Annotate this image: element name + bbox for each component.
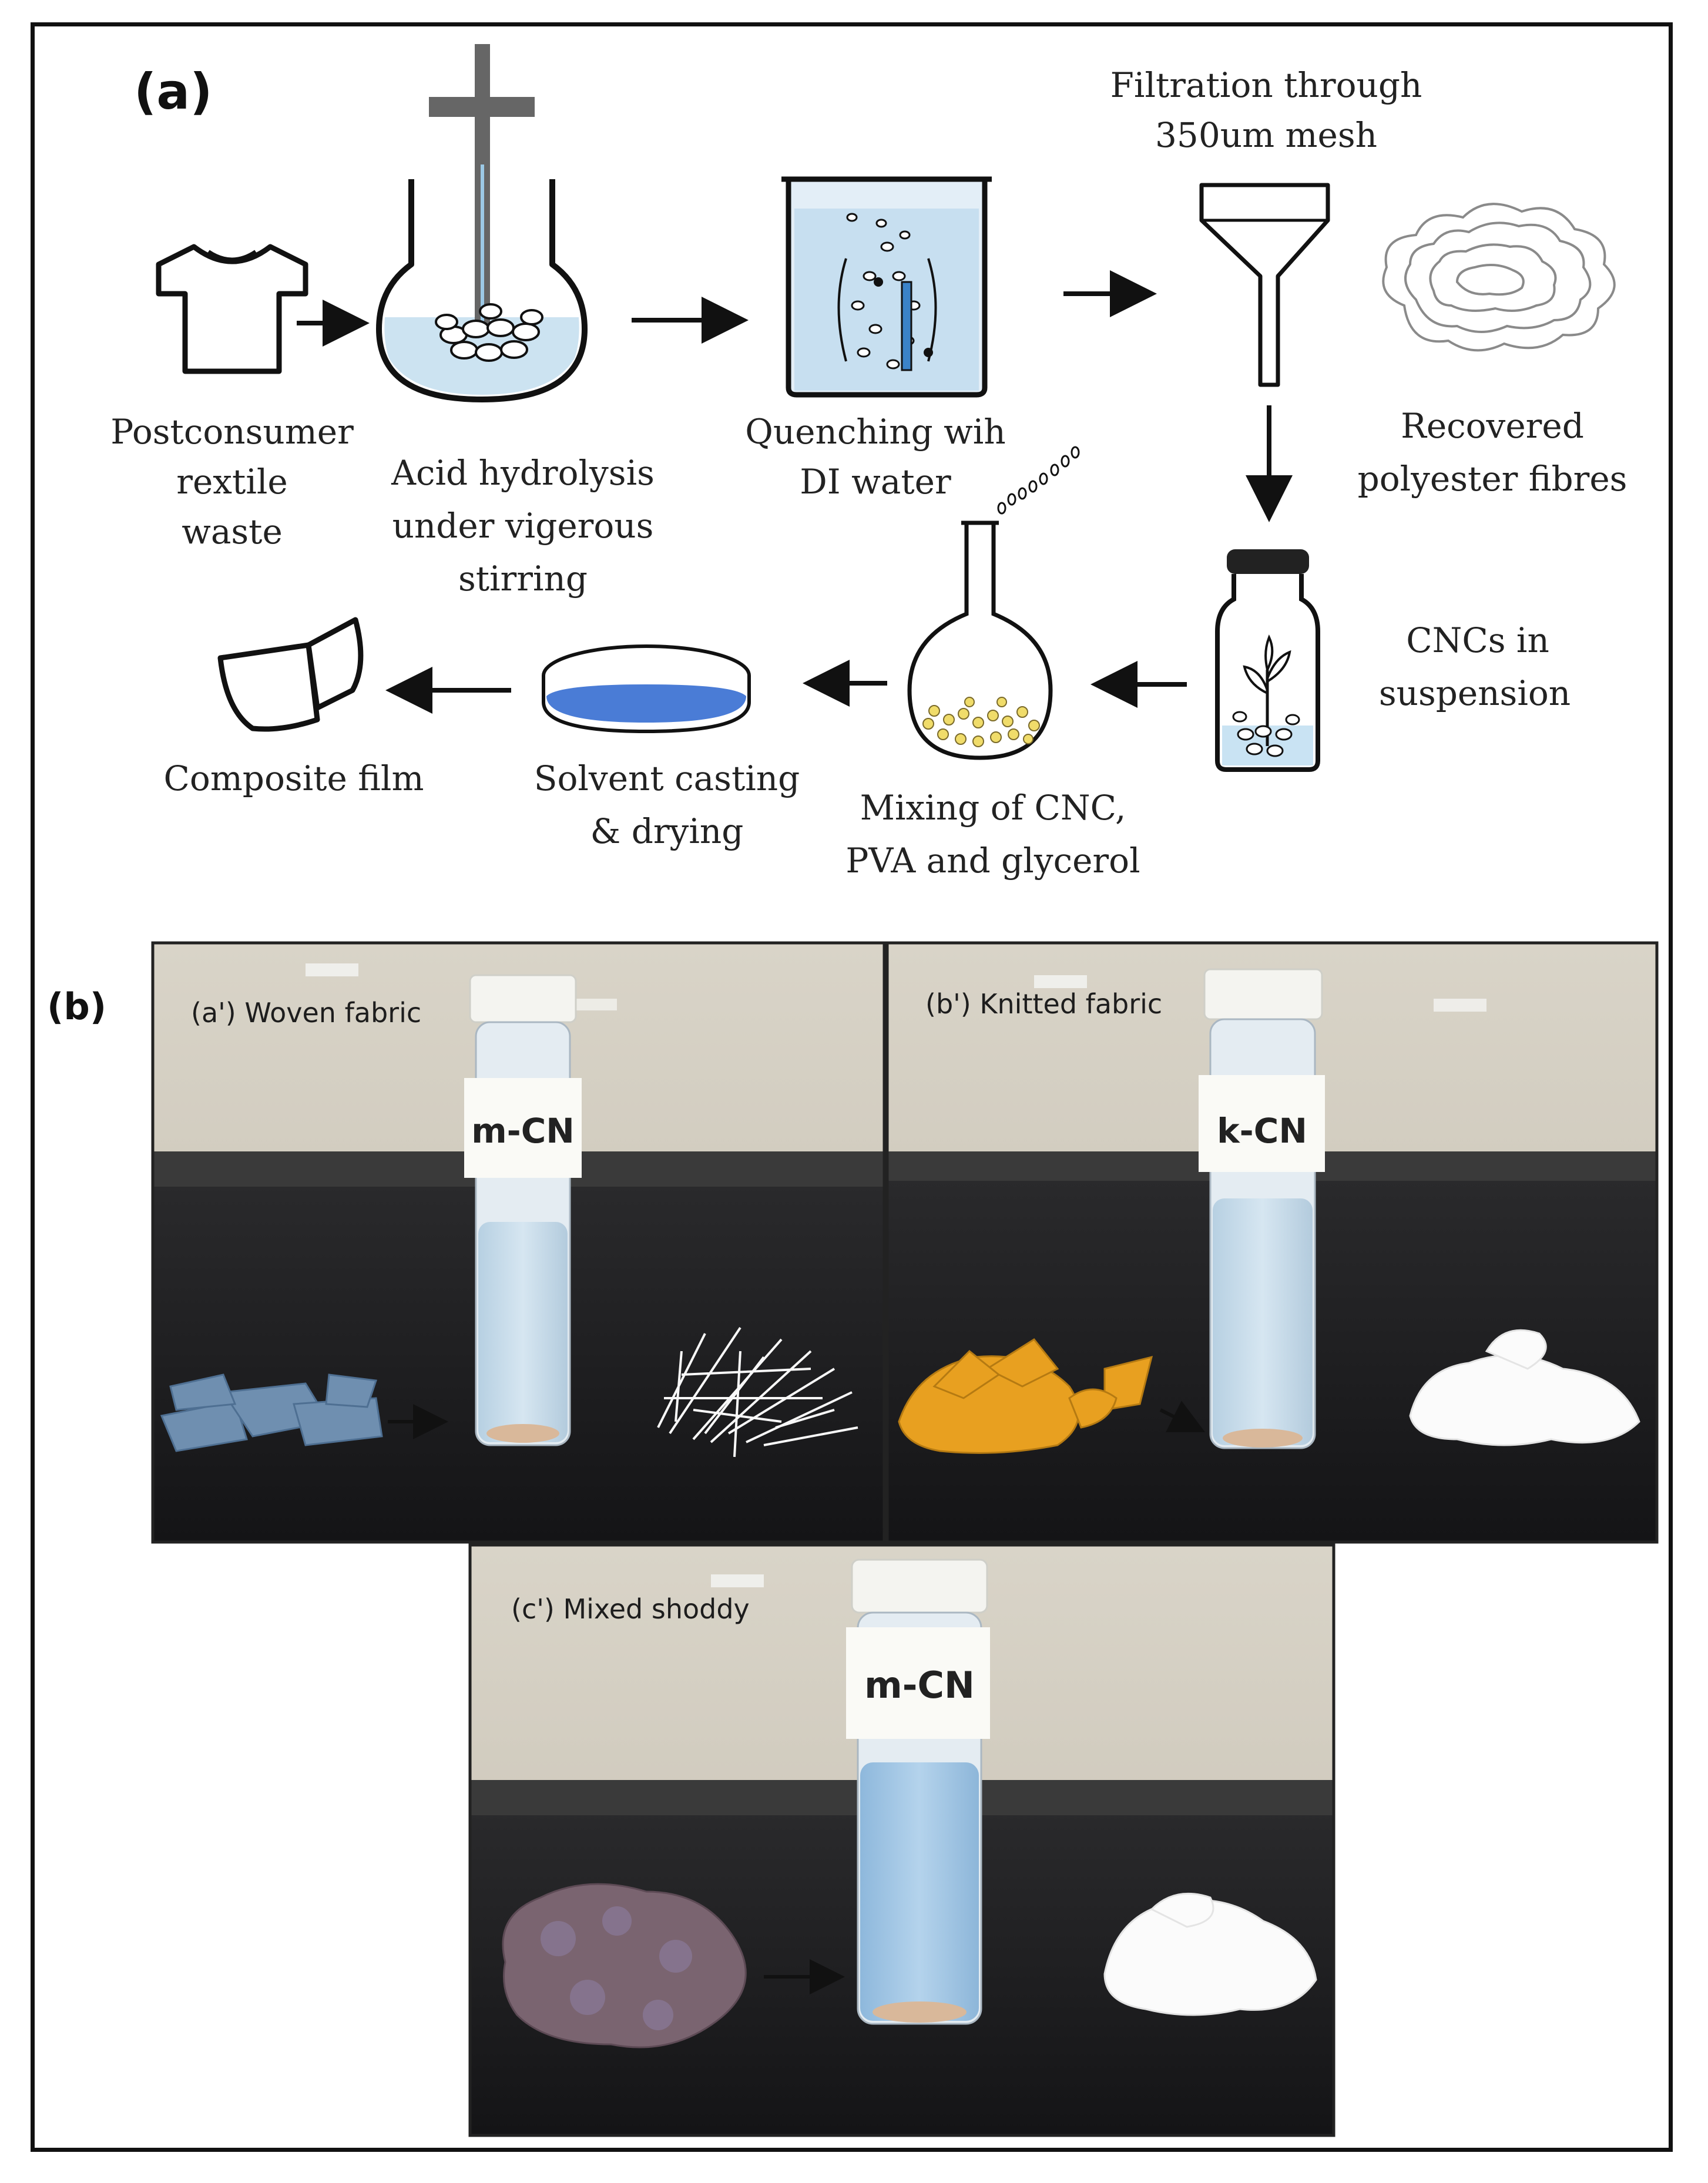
reaction-flask-icon (376, 44, 588, 402)
photo-border-2 (885, 941, 1659, 1544)
petri-dish-icon (542, 644, 751, 734)
fibres-cloud-icon (1382, 203, 1616, 352)
label-film: Composite film (164, 758, 424, 798)
vial-label-3: m-CN (864, 1664, 975, 1707)
label-cnc-2: suspension (1379, 673, 1571, 713)
panel-b-tag: (b) (47, 985, 106, 1028)
photo-border-3 (468, 1543, 1335, 2137)
cnc-vial-icon (1215, 549, 1320, 772)
vial-label-2: k-CN (1217, 1111, 1307, 1151)
label-quench-2: DI water (800, 462, 951, 502)
photo-border-1 (151, 941, 886, 1544)
photo-woven-fabric: m-CN (a') Woven fabric (153, 943, 884, 1542)
label-casting-1: Solvent casting (534, 758, 800, 798)
label-casting-2: & drying (590, 811, 744, 851)
tshirt-icon (156, 244, 308, 374)
label-filtration-2: 350um mesh (1155, 115, 1377, 155)
caption-knitted: (b') Knitted fabric (925, 988, 1162, 1020)
label-textile-2: rextile (176, 462, 288, 502)
photo-mixed-shoddy: m-CN (c') Mixed shoddy (470, 1545, 1334, 2135)
panel-a-tag: (a) (134, 63, 212, 120)
label-hydrolysis-3: stirring (458, 559, 588, 599)
composite-film-icon (217, 617, 364, 732)
label-mixing-2: PVA and glycerol (845, 841, 1140, 881)
photo-knitted-fabric: k-CN (b') Knitted fabric (887, 943, 1657, 1542)
figure-frame (31, 22, 1673, 2152)
vial-label-1: m-CN (471, 1111, 575, 1151)
label-cnc-1: CNCs in (1406, 620, 1549, 660)
label-textile-1: Postconsumer (110, 412, 354, 452)
label-textile-3: waste (182, 512, 283, 552)
caption-shoddy: (c') Mixed shoddy (511, 1593, 750, 1625)
label-quench-1: Quenching wih (745, 412, 1005, 452)
mixing-flask-icon (907, 446, 1080, 760)
label-hydrolysis-1: Acid hydrolysis (391, 453, 655, 493)
label-hydrolysis-2: under vigerous (392, 506, 654, 546)
caption-woven: (a') Woven fabric (191, 997, 421, 1029)
beaker-icon (781, 176, 992, 398)
label-recovered-1: Recovered (1401, 406, 1584, 446)
label-mixing-1: Mixing of CNC, (860, 788, 1126, 828)
label-recovered-2: polyester fibres (1358, 459, 1628, 499)
label-filtration-1: Filtration through (1110, 65, 1422, 105)
funnel-icon (1199, 183, 1330, 387)
